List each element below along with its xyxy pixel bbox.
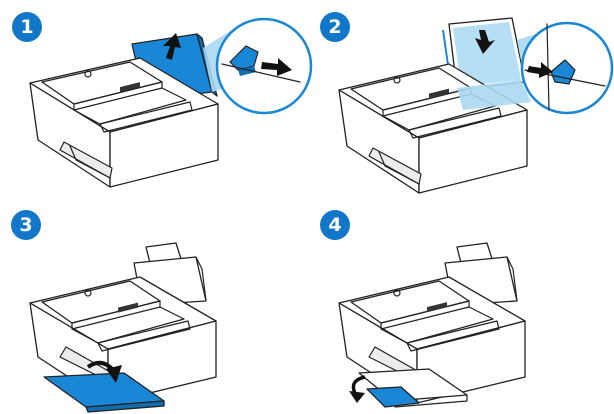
arrow-left-icon <box>261 58 292 76</box>
step-2-illustration <box>338 17 614 194</box>
step-4-badge: 4 <box>320 210 350 240</box>
step-1-panel: 1 <box>0 0 313 207</box>
step-3-panel: 3 <box>0 207 307 414</box>
tray-extender <box>366 386 420 408</box>
arrow-down-icon <box>475 30 495 54</box>
control-panel <box>99 101 193 133</box>
logo <box>84 70 92 78</box>
step-4-panel: 4 <box>307 207 614 414</box>
step-2-panel: 2 <box>307 0 614 207</box>
arrow-right-icon <box>527 62 553 78</box>
step-4-illustration <box>338 242 526 408</box>
arrow-up-icon <box>163 33 181 60</box>
step-1-illustration <box>29 17 313 188</box>
zoom-callout-1 <box>215 17 313 115</box>
step-2-badge: 2 <box>320 12 350 42</box>
arrow-curved-icon <box>86 360 122 383</box>
zoom-callout-2 <box>520 21 614 115</box>
step-3-illustration <box>29 242 217 413</box>
arrow-curved-icon <box>349 375 366 403</box>
step-3-badge: 3 <box>11 210 41 240</box>
step-1-badge: 1 <box>12 12 42 42</box>
